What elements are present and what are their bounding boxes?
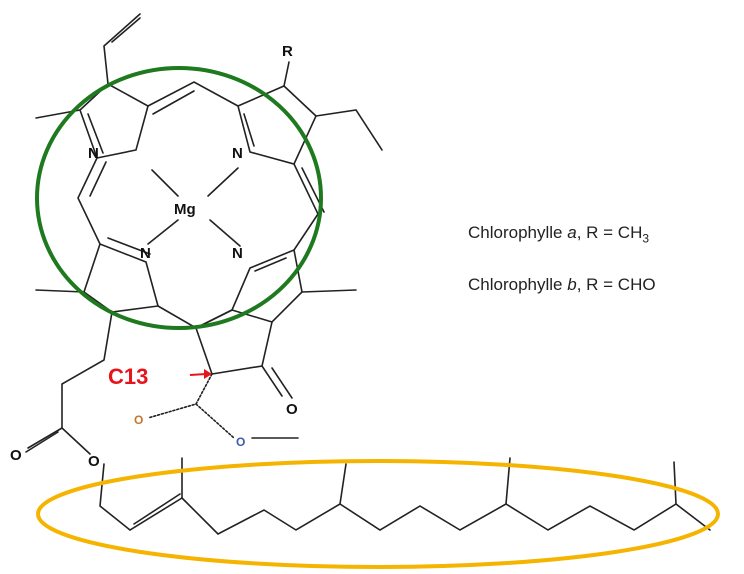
porphyrin-ring-highlight bbox=[35, 66, 323, 330]
propionate-carbonyl-oxygen: O bbox=[10, 447, 22, 464]
legend-chlorophyll-b: Chlorophylle b, R = CHO bbox=[468, 275, 656, 294]
ester-carbonyl-oxygen: O bbox=[134, 413, 143, 427]
c13-label: C13 bbox=[108, 364, 148, 389]
c13-arrow-icon bbox=[189, 369, 212, 379]
r-group-label: R bbox=[282, 43, 293, 60]
nitrogen-atom-a: N bbox=[88, 145, 99, 162]
propionate-ester-oxygen: O bbox=[88, 453, 100, 470]
ketone-oxygen: O bbox=[286, 401, 298, 418]
bond-lines bbox=[25, 13, 711, 535]
legend-chlorophyll-a: Chlorophylle a, R = CH3 bbox=[468, 223, 650, 246]
nitrogen-atom-d: N bbox=[140, 245, 151, 262]
nitrogen-atom-c: N bbox=[232, 245, 243, 262]
nitrogen-atom-b: N bbox=[232, 145, 243, 162]
ester-methoxy-oxygen: O bbox=[236, 435, 245, 449]
phytol-tail-highlight bbox=[36, 459, 720, 569]
magnesium-atom: Mg bbox=[174, 201, 196, 218]
